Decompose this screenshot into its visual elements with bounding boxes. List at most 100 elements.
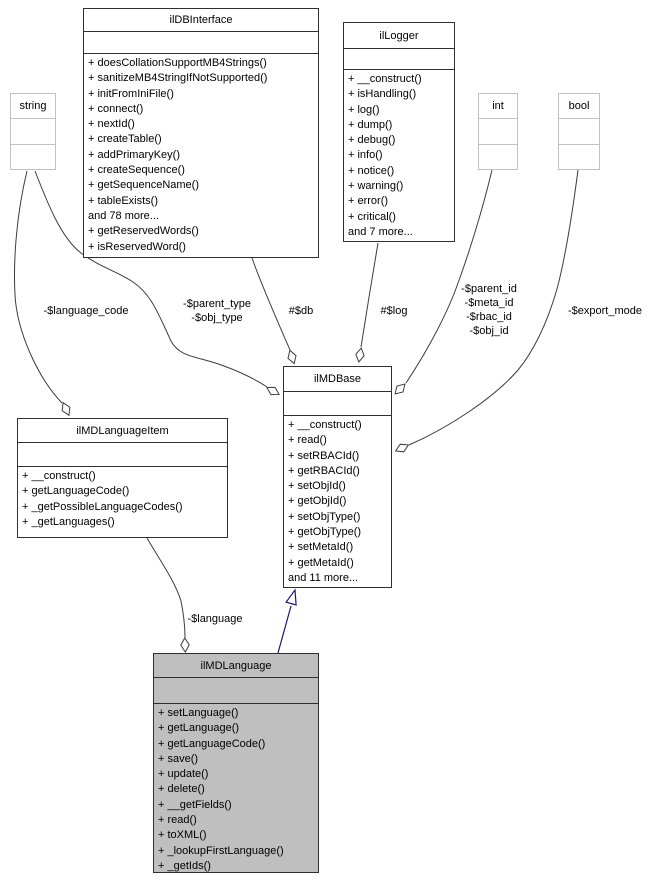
class-title-ilLogger: ilLogger xyxy=(344,23,454,49)
method-item: + update() xyxy=(158,768,209,781)
method-item: + _getLanguages() xyxy=(22,515,115,528)
method-item: + __construct() xyxy=(348,73,422,85)
method-item: + toXML() xyxy=(158,829,207,842)
method-item: + createSequence() xyxy=(88,164,185,177)
method-item: + getMetaId() xyxy=(288,556,354,569)
class-ilDBInterface[interactable]: ilDBInterface + doesCollationSupportMB4S… xyxy=(83,8,319,258)
method-item: + __construct() xyxy=(22,470,96,482)
method-item: + isHandling() xyxy=(348,88,417,101)
attributes-compartment-int xyxy=(479,119,517,145)
method-item: + initFromIniFile() xyxy=(88,87,174,100)
edge-inheritance xyxy=(277,605,292,654)
class-ilLogger[interactable]: ilLogger + __construct()+ isHandling()+ … xyxy=(343,22,455,242)
method-item: + getLanguage() xyxy=(158,722,240,735)
method-item: + critical() xyxy=(348,210,396,223)
method-item: + getObjType() xyxy=(288,526,362,539)
edge-aggregation-ids xyxy=(405,169,493,384)
edge-aggregation-parent-obj-type xyxy=(34,170,268,388)
method-item: + setObjType() xyxy=(288,510,361,523)
attributes-compartment-ilMDBase xyxy=(284,392,391,416)
aggregation-diamond-db xyxy=(287,349,297,365)
method-item: + getReservedWords() xyxy=(88,225,199,238)
method-item: + setRBACId() xyxy=(288,449,360,462)
class-ilMDLanguageItem[interactable]: ilMDLanguageItem + __construct() + getLan… xyxy=(17,418,228,538)
method-item: + dump() xyxy=(348,118,393,131)
edge-aggregation-language xyxy=(146,537,186,639)
method-item: + info() xyxy=(348,149,383,162)
class-title-bool: bool xyxy=(559,94,599,119)
methods-compartment-ilLogger: + __construct() + isHandling() + log() + du… xyxy=(344,70,454,241)
attributes-compartment-ilDBInterface xyxy=(84,32,318,54)
class-title-string: string xyxy=(11,94,55,119)
class-ilMDLanguage: ilMDLanguage + setLanguage() + getLanguag… xyxy=(153,653,319,873)
class-title-ilDBInterface: ilDBInterface xyxy=(84,9,318,32)
method-item: + log() xyxy=(348,103,380,116)
method-item: + getLanguageCode() xyxy=(158,737,266,750)
method-item: + connect() xyxy=(88,102,144,115)
method-item: + notice() xyxy=(348,164,395,177)
method-item: + __construct() xyxy=(288,419,362,431)
method-item: + warning() xyxy=(348,180,404,193)
methods-compartment-ilDBInterface: + doesCollationSupportMB4Strings() + sani… xyxy=(84,54,318,257)
aggregation-diamond-export-mode xyxy=(394,443,410,453)
method-item: and 78 more... xyxy=(88,209,159,222)
methods-compartment-string xyxy=(11,145,55,169)
method-item: and 7 more... xyxy=(348,225,413,238)
method-item: + setObjId() xyxy=(288,480,346,493)
aggregation-diamond-language-code xyxy=(61,401,71,417)
methods-compartment-ilMDBase: + __construct()+ read()+ setRBACId()+ ge… xyxy=(284,416,391,587)
class-title-int: int xyxy=(479,94,517,119)
methods-compartment-ilMDLanguageItem: + __construct() + getLanguageCode() + _get… xyxy=(18,467,227,537)
method-item: + getObjId() xyxy=(288,495,347,508)
method-item: + addPrimaryKey() xyxy=(88,148,181,161)
edge-label-ids: -$parent_id -$meta_id -$rbac_id -$obj_id xyxy=(461,283,517,337)
aggregation-diamond-language xyxy=(180,637,190,653)
methods-compartment-ilMDLanguage: + setLanguage() + getLanguage() + getLangu… xyxy=(154,704,318,872)
method-item: + setLanguage() xyxy=(158,707,239,719)
method-item: + tableExists() xyxy=(88,194,158,207)
edge-label-log: #$log xyxy=(380,305,408,317)
edge-aggregation-db xyxy=(251,257,291,351)
method-item: + getSequenceName() xyxy=(88,179,199,192)
edge-aggregation-log xyxy=(360,242,379,348)
edge-label-db: #$db xyxy=(288,305,314,317)
method-item: + doesCollationSupportMB4Strings() xyxy=(88,57,267,69)
method-item: + setMetaId() xyxy=(288,541,354,554)
method-item: + sanitizeMB4StringIfNotSupported() xyxy=(88,72,268,85)
method-item: + save() xyxy=(158,752,199,765)
methods-compartment-int xyxy=(479,145,517,169)
class-int: int xyxy=(478,93,518,170)
attributes-compartment-bool xyxy=(559,119,599,145)
method-item: + createTable() xyxy=(88,133,162,146)
attributes-compartment-ilLogger xyxy=(344,49,454,70)
method-item: + isReservedWord() xyxy=(88,240,186,253)
method-item: + getLanguageCode() xyxy=(22,485,130,498)
edge-label-export-mode: -$export_mode xyxy=(568,305,642,317)
edge-aggregation-language-code xyxy=(14,170,63,404)
method-item: + nextId() xyxy=(88,118,135,131)
attributes-compartment-string xyxy=(11,119,55,145)
attributes-compartment-ilMDLanguage xyxy=(154,678,318,704)
class-ilMDBase[interactable]: ilMDBase + __construct()+ read()+ setRBA… xyxy=(283,366,392,588)
aggregation-diamond-parent-obj-type xyxy=(266,386,280,396)
methods-compartment-bool xyxy=(559,145,599,169)
aggregation-diamond-ids xyxy=(394,383,406,395)
attributes-compartment-ilMDLanguageItem xyxy=(18,443,227,467)
method-item: and 11 more... xyxy=(288,571,359,584)
class-title-ilMDLanguageItem: ilMDLanguageItem xyxy=(18,419,227,443)
aggregation-diamond-log xyxy=(355,347,365,363)
method-item: + getRBACId() xyxy=(288,464,360,477)
edge-aggregation-export-mode xyxy=(408,169,579,446)
class-title-ilMDLanguage: ilMDLanguage xyxy=(154,654,318,678)
method-item: + debug() xyxy=(348,134,396,147)
method-item: + error() xyxy=(348,195,389,208)
method-item: + delete() xyxy=(158,783,205,796)
method-item: + _getIds() xyxy=(158,859,211,872)
method-item: + _lookupFirstLanguage() xyxy=(158,844,284,857)
edge-label-language-code: -$language_code xyxy=(43,305,129,317)
method-item: + __getFields() xyxy=(158,798,232,811)
method-item: + read() xyxy=(158,814,197,827)
class-string: string xyxy=(10,93,56,170)
